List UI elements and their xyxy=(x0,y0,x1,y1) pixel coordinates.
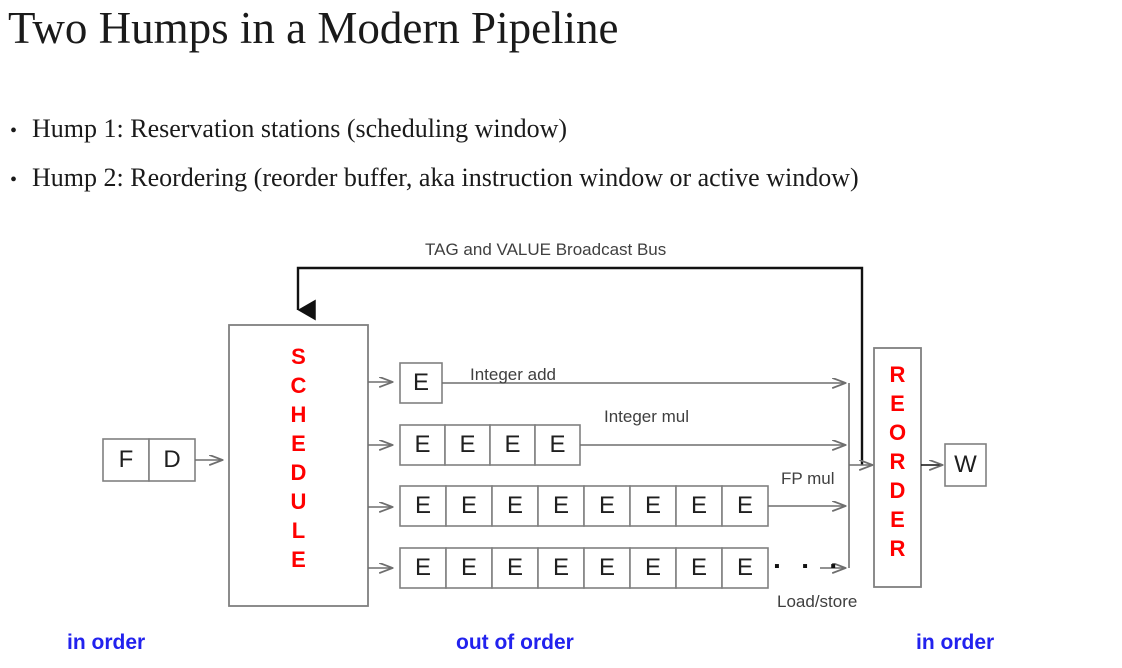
exec-cell-label: E xyxy=(506,492,523,519)
broadcast-bus-path xyxy=(296,266,864,465)
reorder-collector-rail xyxy=(848,383,872,568)
exec-cell-label: E xyxy=(552,554,569,581)
exec-cell-label: E xyxy=(598,492,615,519)
reorder-letter: O xyxy=(888,420,907,445)
schedule-letter: E xyxy=(291,431,306,456)
edge-label-integer-mul: Integer mul xyxy=(604,407,690,426)
pipeline-diagram: TAG and VALUE Broadcast Bus F D S C H E … xyxy=(0,232,1122,612)
schedule-fanout-lines xyxy=(368,382,392,568)
edge-label-load-store: Load/store xyxy=(777,592,858,611)
diagram-vector-layer xyxy=(102,266,987,607)
exec-cell-label: E xyxy=(414,431,431,458)
stage-label-in-order-front: in order xyxy=(67,631,146,654)
reorder-box-label: R E O R D E R xyxy=(874,360,921,563)
exec-cell-label: E xyxy=(598,554,615,581)
exec-cell-label: E xyxy=(459,431,476,458)
schedule-letter: L xyxy=(291,518,306,543)
reorder-letter: R xyxy=(889,449,906,474)
edge-label-fp-mul: FP mul xyxy=(781,469,835,488)
schedule-letter: S xyxy=(291,344,306,369)
bullet-list: • Hump 1: Reservation stations (scheduli… xyxy=(10,112,1115,210)
bullet-text: Hump 1: Reservation stations (scheduling… xyxy=(32,114,568,143)
schedule-letter: U xyxy=(290,489,307,514)
exec-cell-label: E xyxy=(552,492,569,519)
exec-cell-label: E xyxy=(736,492,753,519)
exec-cell-label: E xyxy=(690,554,707,581)
exec-cell-label: E xyxy=(644,492,661,519)
stage-label-in-order-back: in order xyxy=(916,631,995,654)
fetch-box-label: F xyxy=(118,446,134,473)
exec-cell-label: E xyxy=(690,492,707,519)
schedule-letter: D xyxy=(290,460,307,485)
exec-cell-label: E xyxy=(460,492,477,519)
schedule-box-outline xyxy=(228,324,369,607)
bus-label: TAG and VALUE Broadcast Bus xyxy=(425,240,667,259)
exec-row-integer-add xyxy=(399,362,845,404)
stage-label-out-of-order: out of order xyxy=(456,631,574,654)
schedule-letter: C xyxy=(290,373,307,398)
exec-cell-label: E xyxy=(504,431,521,458)
bullet-marker-icon: • xyxy=(10,169,18,191)
fetch-decode-block xyxy=(102,438,222,482)
bullet-text: Hump 2: Reordering (reorder buffer, aka … xyxy=(32,163,859,192)
exec-cell-label: E xyxy=(736,554,753,581)
schedule-letter: E xyxy=(291,547,306,572)
page-title: Two Humps in a Modern Pipeline xyxy=(8,3,619,53)
exec-cell-label: E xyxy=(644,554,661,581)
list-item: • Hump 2: Reordering (reorder buffer, ak… xyxy=(10,161,1115,197)
reorder-letter: E xyxy=(890,391,905,416)
edge-label-integer-add: Integer add xyxy=(470,365,557,384)
writeback-box-label: W xyxy=(954,451,977,478)
decode-box-label: D xyxy=(163,446,181,473)
exec-cell-label: E xyxy=(549,431,566,458)
exec-cell-label: E xyxy=(414,492,431,519)
bullet-marker-icon: • xyxy=(10,120,18,142)
load-store-ellipsis: ▪ ▪ ▪ xyxy=(774,558,845,575)
exec-cell-label: E xyxy=(506,554,523,581)
exec-cell-label: E xyxy=(460,554,477,581)
reorder-letter: D xyxy=(889,478,906,503)
reorder-letter: E xyxy=(890,507,905,532)
reorder-letter: R xyxy=(889,536,906,561)
exec-row-load-store xyxy=(399,547,845,589)
exec-row-fp-mul xyxy=(399,485,845,527)
reorder-box-outline xyxy=(873,347,922,588)
schedule-letter: H xyxy=(290,402,307,427)
exec-cell-label: E xyxy=(412,369,429,396)
reorder-letter: R xyxy=(889,362,906,387)
reorder-to-writeback xyxy=(921,443,987,487)
exec-row-integer-mul xyxy=(399,424,845,466)
list-item: • Hump 1: Reservation stations (scheduli… xyxy=(10,112,1115,148)
exec-cell-label: E xyxy=(414,554,431,581)
schedule-box-label: S C H E D U L E xyxy=(229,342,368,574)
